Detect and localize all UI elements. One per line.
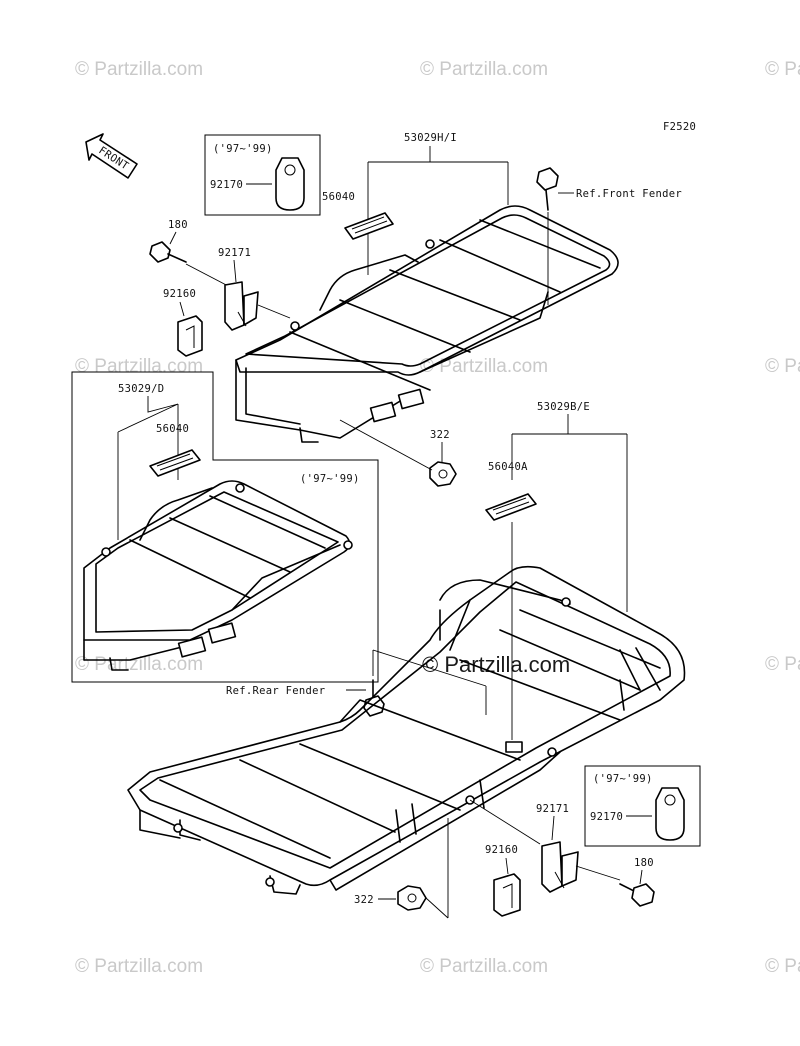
watermark-text: © Partzilla.com: [420, 59, 548, 80]
callout-322-bottom: 322: [354, 894, 374, 906]
nut-icon: [397, 885, 427, 911]
callout-180-bottom: 180: [634, 857, 654, 869]
watermark-text: © Partzilla.com: [765, 356, 800, 377]
year-range-mid: ('97~'99): [300, 473, 360, 485]
callout-56040-alt: 56040: [156, 423, 189, 435]
callout-53029BE: 53029B/E: [537, 401, 590, 413]
label-sticker-icon: [149, 449, 201, 477]
callout-92170-top: 92170: [210, 179, 243, 191]
inset-box-top: ('97~'99) 92170: [204, 134, 321, 216]
callout-92160-top: 92160: [163, 288, 196, 300]
bolt-icon: [619, 883, 655, 907]
bolt-icon-front-fender: [536, 167, 559, 211]
callout-53029D: 53029/D: [118, 383, 164, 395]
inset-box-alt-front-rack: 53029/D 56040 ('97~'99): [71, 371, 379, 683]
callout-56040-top: 56040: [322, 191, 355, 203]
callout-53029HI: 53029H/I: [404, 132, 457, 144]
ref-front-fender-label: Ref.Front Fender: [576, 188, 682, 200]
callout-92170-bottom: 92170: [590, 811, 623, 823]
watermark-text: © Partzilla.com: [765, 59, 800, 80]
nut-icon: [429, 461, 457, 487]
bracket-icon: [541, 841, 579, 893]
watermark-text: © Partzilla.com: [420, 356, 548, 377]
label-sticker-icon: [485, 493, 537, 521]
diagram-code: F2520: [663, 121, 696, 133]
ref-rear-fender-label: Ref.Rear Fender: [226, 685, 325, 697]
front-arrow-icon: FRONT: [85, 133, 138, 179]
watermark-text: © Partzilla.com: [765, 654, 800, 675]
alt-carrier-rack: [83, 480, 353, 671]
callout-322-top: 322: [430, 429, 450, 441]
year-range-bottom: ('97~'99): [593, 773, 653, 785]
callout-92171-bottom: 92171: [536, 803, 569, 815]
watermark-text: © Partzilla.com: [75, 956, 203, 977]
callout-92171-top: 92171: [218, 247, 251, 259]
damper-icon: [493, 873, 521, 917]
callout-180-top: 180: [168, 219, 188, 231]
inset-box-bottom: ('97~'99) 92170: [584, 765, 701, 847]
watermark-text: © Partzilla.com: [420, 956, 548, 977]
callout-92160-bottom: 92160: [485, 844, 518, 856]
clamp-icon: [655, 787, 685, 841]
watermark-text: © Partzilla.com: [75, 356, 203, 377]
year-range-top: ('97~'99): [213, 143, 273, 155]
front-carrier-rack: [235, 205, 619, 443]
clamp-icon: [275, 157, 305, 211]
bracket-icon: [224, 281, 259, 331]
callout-56040A: 56040A: [488, 461, 528, 473]
watermark-layer: © Partzilla.com © Partzilla.com © Partzi…: [75, 59, 800, 977]
watermark-text: © Partzilla.com: [75, 59, 203, 80]
watermark-text: © Partzilla.com: [765, 956, 800, 977]
damper-icon: [177, 315, 203, 357]
rear-carrier-rack: [127, 565, 686, 895]
bolt-icon: [149, 241, 187, 263]
label-sticker-icon: [344, 212, 394, 240]
